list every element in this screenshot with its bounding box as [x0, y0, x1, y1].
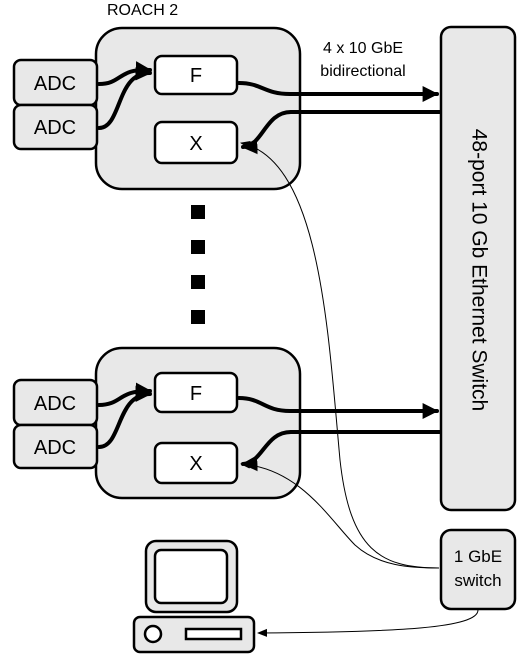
adc-bottom-2-label: ADC	[34, 437, 76, 459]
ellipsis-dot-1	[191, 205, 205, 219]
f-block-bottom-label: F	[190, 383, 202, 405]
ellipsis-dot-3	[191, 275, 205, 289]
adc-to-f-arrow-top-2	[97, 64, 152, 130]
control-link-bottom	[240, 460, 440, 569]
f-to-switch-arrow-top	[237, 81, 292, 96]
x-block-bottom-label: X	[189, 453, 202, 475]
computer-icon	[132, 539, 256, 654]
adc-top-2-label: ADC	[34, 117, 76, 139]
f-to-switch-arrow-bottom	[237, 396, 292, 413]
x-block-top-label: X	[189, 133, 202, 155]
adc-top-2	[12, 103, 99, 151]
control-link-computer	[257, 609, 479, 637]
link-label-line1: 4 x 10 GbE	[323, 40, 403, 57]
roach-board-top	[94, 26, 302, 191]
gbe-switch-label-line1: 1 GbE	[454, 547, 502, 566]
adc-bottom-1-label: ADC	[34, 393, 76, 415]
adc-top-1-label: ADC	[34, 73, 76, 95]
ethernet-switch-48-port	[439, 25, 517, 512]
gbe-switch-label-line2: switch	[454, 571, 501, 590]
gbe-switch-1	[439, 528, 517, 611]
x-block-top	[153, 120, 239, 165]
adc-bottom-2	[12, 423, 99, 470]
adc-to-f-arrow-bottom-2	[97, 386, 152, 449]
f-block-bottom	[153, 371, 239, 414]
x-block-bottom	[153, 441, 239, 485]
link-label-line2: bidirectional	[320, 63, 405, 80]
ellipsis-dot-4	[191, 310, 205, 324]
ethernet-switch-label: 48-port 10 Gb Ethernet Switch	[467, 129, 490, 412]
f-block-top	[153, 54, 239, 96]
control-link-top	[240, 141, 440, 569]
f-block-top-label: F	[190, 65, 202, 87]
roach-label: ROACH 2	[107, 2, 178, 19]
ellipsis-dot-2	[191, 240, 205, 254]
